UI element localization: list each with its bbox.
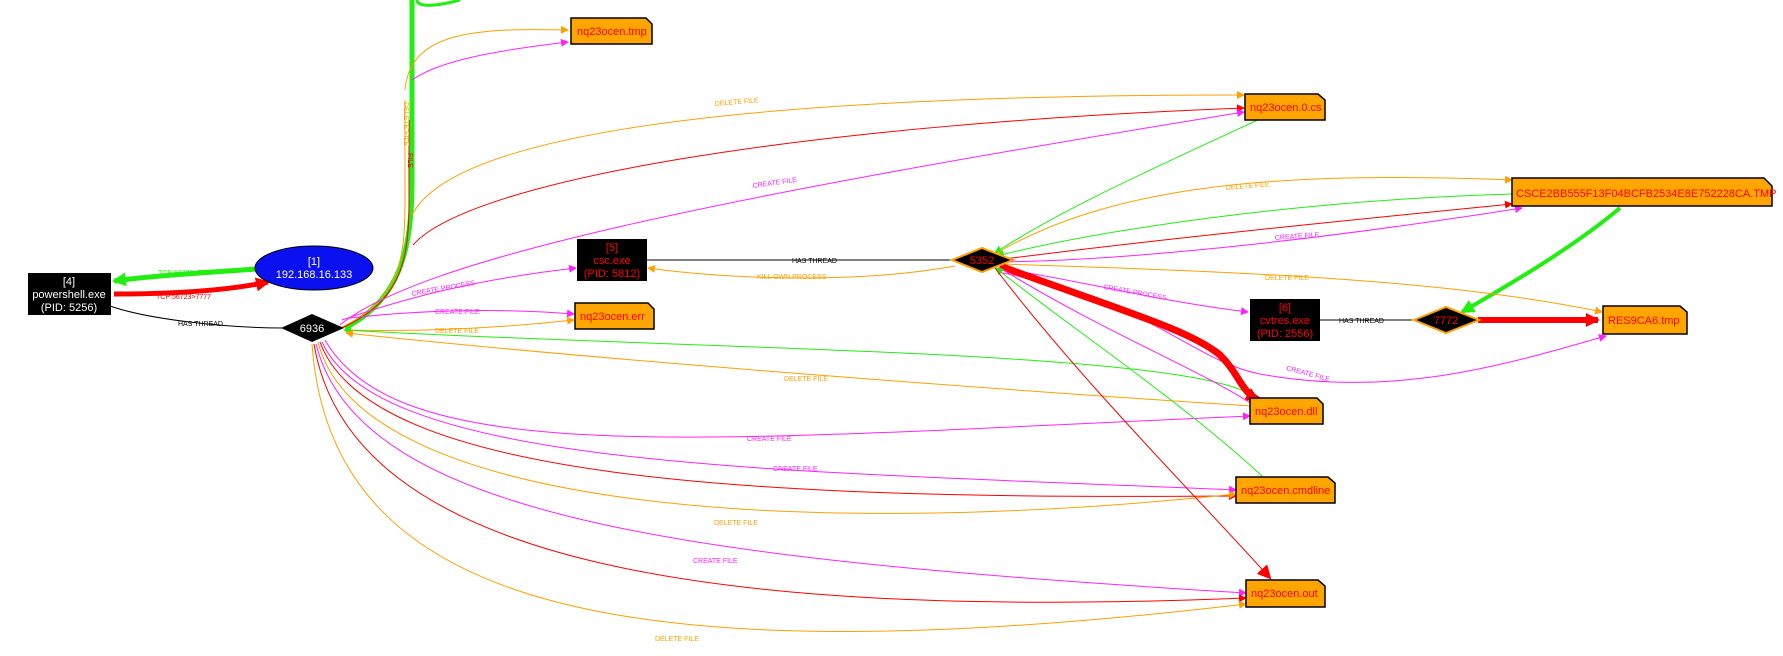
edge-create-err <box>349 309 575 319</box>
label-has-thread-cvtres: HAS THREAD <box>1339 318 1384 325</box>
file-node-csce[interactable]: CSCE2BB555F13F04BCFB2534E8E752228CA.TMP <box>1511 177 1776 207</box>
edge-kill-own-process <box>647 264 956 279</box>
process-pid-label: (PID: 5812) <box>584 268 640 280</box>
file-node-res[interactable]: RES9CA6.tmp <box>1602 305 1688 335</box>
label-delete-file-out: DELETE FILE <box>655 636 699 643</box>
label-vertical-delete: DELETE FILE <box>402 102 409 146</box>
thread-id-label: 7772 <box>1434 315 1458 327</box>
label-delete-file-cmdline: DELETE FILE <box>714 520 758 527</box>
label-delete-file-res: DELETE FILE <box>1265 275 1309 282</box>
thread-node-7772[interactable]: 7772 <box>1411 305 1482 335</box>
file-node-err[interactable]: nq23ocen.err <box>574 302 655 330</box>
edge-tcp-red <box>113 277 270 297</box>
label-delete-file-0cs: DELETE FILE <box>715 97 760 108</box>
edge-create-process-csc <box>341 264 577 321</box>
process-node-cvtres[interactable]: [6] cvtres.exe (PID: 2556) <box>1250 299 1320 341</box>
process-name-label: cvtres.exe <box>1260 315 1310 327</box>
file-name-label: RES9CA6.tmp <box>1608 315 1680 327</box>
file-node-tmp[interactable]: nq23ocen.tmp <box>570 17 653 45</box>
file-node-cmdline[interactable]: nq23ocen.cmdline <box>1235 476 1336 504</box>
edge-green-csce-5352 <box>996 193 1513 259</box>
edge-red-cmdline <box>319 341 1237 501</box>
edge-create-dll <box>324 339 1251 438</box>
file-name-label: nq23ocen.tmp <box>577 26 647 38</box>
label-create-file-dll: CREATE FILE <box>747 436 792 443</box>
process-id-label: [5] <box>606 242 618 254</box>
thread-id-label: 5352 <box>970 255 994 267</box>
process-id-label: [6] <box>1279 302 1291 314</box>
edge-tcp-green <box>112 266 257 287</box>
nodes: [4] powershell.exe (PID: 5256) [1] 192.1… <box>28 17 1776 608</box>
process-id-label: [4] <box>63 276 75 288</box>
label-has-thread-ps: HAS THREAD <box>178 321 223 328</box>
edge-delete-tmp <box>404 25 569 91</box>
edge-labels: TCP:56723>7777 TCP:56723>7777 HAS THREAD… <box>156 97 1384 643</box>
file-node-out[interactable]: nq23ocen.out <box>1245 579 1326 608</box>
process-name-label: powershell.exe <box>32 289 105 301</box>
process-name-label: csc.exe <box>593 255 630 267</box>
edge-red-0cs <box>412 104 1245 246</box>
label-create-file-err: CREATE FILE <box>435 309 480 316</box>
edge-create-0cs <box>339 109 1245 326</box>
ip-id-label: [1] <box>308 256 320 268</box>
edge-delete-err <box>349 316 575 331</box>
file-name-label: CSCE2BB555F13F04BCFB2534E8E752228CA.TMP <box>1516 188 1776 200</box>
label-vertical-other: FILE <box>406 153 413 168</box>
edge-green-0cs-5352 <box>994 117 1263 254</box>
edge-red-out <box>313 343 1247 603</box>
file-name-label: nq23ocen.err <box>580 311 645 323</box>
edge-delete-dll <box>345 329 1253 407</box>
thread-id-label: 6936 <box>300 323 324 335</box>
edge-delete-cmdline <box>317 341 1237 514</box>
edge-green-vertical-2 <box>415 0 461 7</box>
edge-delete-0cs <box>411 91 1245 216</box>
thread-node-5352[interactable]: 5352 <box>949 246 1016 274</box>
file-name-label: nq23ocen.out <box>1251 588 1318 600</box>
edge-red-csce <box>996 200 1513 261</box>
label-kill-own-process: KILL OWN PROCESS <box>757 274 827 281</box>
edge-delete-out <box>311 343 1247 632</box>
label-has-thread-csc: HAS THREAD <box>792 258 837 265</box>
file-node-dll[interactable]: nq23ocen.dll <box>1249 397 1324 425</box>
process-pid-label: (PID: 5256) <box>41 302 97 314</box>
label-tcp-green: TCP:56723>7777 <box>158 270 213 277</box>
edge-delete-res <box>999 263 1603 315</box>
label-delete-file-err: DELETE FILE <box>435 328 479 335</box>
file-node-0cs[interactable]: nq23ocen.0.cs <box>1244 93 1326 121</box>
edge-green-cmdline-5352 <box>995 267 1263 477</box>
edge-has-thread-ps <box>109 305 284 329</box>
edge-delete-csce <box>994 175 1513 255</box>
ip-address-label: 192.168.16.133 <box>276 269 352 281</box>
edge-create-out <box>315 343 1247 597</box>
edge-red-dll-5352 <box>998 262 1260 404</box>
label-create-file-cmdline: CREATE FILE <box>773 466 818 473</box>
file-name-label: nq23ocen.dll <box>1255 406 1317 418</box>
edges <box>109 0 1622 632</box>
label-delete-file-dll: DELETE FILE <box>784 376 828 383</box>
edge-create-csce <box>997 205 1523 263</box>
label-create-process-cvtres: CREATE PROCESS <box>1103 284 1168 302</box>
file-name-label: nq23ocen.cmdline <box>1241 485 1330 497</box>
label-create-file-csce: CREATE FILE <box>1275 232 1320 242</box>
edge-magenta-dll-5352 <box>999 267 1253 405</box>
edge-green-dll-6936 <box>343 326 1257 399</box>
process-node-powershell[interactable]: [4] powershell.exe (PID: 5256) <box>28 273 111 315</box>
thread-node-6936[interactable]: 6936 <box>281 314 344 342</box>
ip-node[interactable]: [1] 192.168.16.133 <box>254 245 374 291</box>
label-delete-file-csce: DELETE FILE <box>1226 181 1271 192</box>
process-node-csc[interactable]: [5] csc.exe (PID: 5812) <box>577 239 647 281</box>
file-name-label: nq23ocen.0.cs <box>1250 102 1322 114</box>
label-tcp-red: TCP:56723>7777 <box>156 294 211 301</box>
label-create-file-0cs: CREATE FILE <box>752 177 797 190</box>
edge-create-tmp <box>411 38 569 81</box>
process-pid-label: (PID: 2556) <box>1257 328 1313 340</box>
edge-csce-7772 <box>1460 206 1622 314</box>
label-create-file-out: CREATE FILE <box>693 558 738 565</box>
edge-red-vertical <box>341 120 410 329</box>
edge-red-5352-out <box>994 267 1272 580</box>
edge-create-cmdline <box>321 341 1237 494</box>
